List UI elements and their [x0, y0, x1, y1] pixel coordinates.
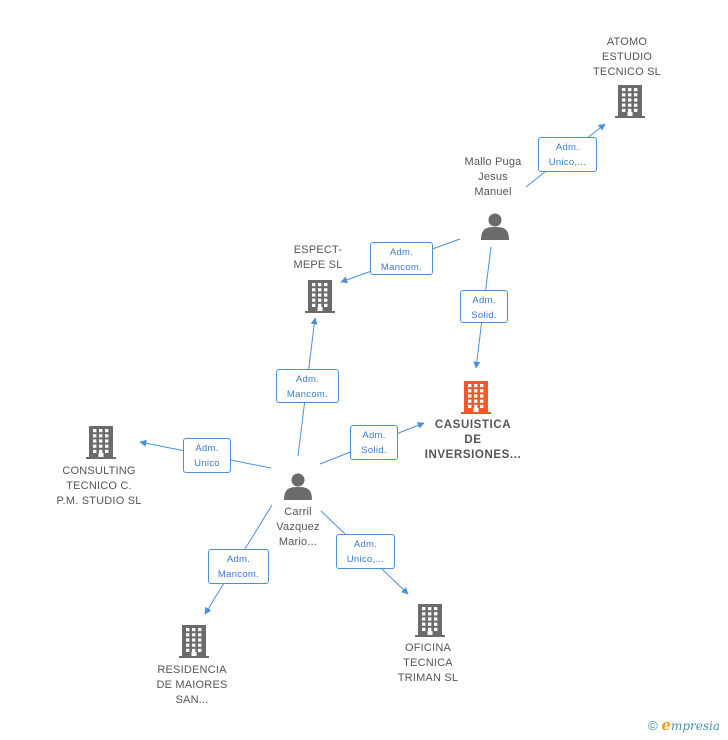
icons-layer — [86, 85, 645, 658]
brand-name: mpresia — [670, 719, 720, 733]
copyright-footer: © empresia — [648, 716, 720, 734]
edge-label-carril-to-casuistica[interactable]: Adm. Solid. — [350, 425, 398, 460]
edge-label-mallo-to-casuistica[interactable]: Adm. Solid. — [460, 290, 508, 323]
node-label-atomo[interactable]: ATOMO ESTUDIO TECNICO SL — [592, 36, 661, 78]
building-icon-casuistica[interactable] — [461, 381, 491, 414]
edge-label-carril-to-oficina[interactable]: Adm. Unico,... — [336, 534, 395, 569]
brand-logo[interactable]: empresia — [661, 716, 720, 734]
node-label-consulting[interactable]: CONSULTING TECNICO C. P.M. STUDIO SL — [56, 465, 142, 507]
building-icon-consulting[interactable] — [86, 426, 116, 459]
edge-label-mallo-to-atomo[interactable]: Adm. Unico,... — [538, 137, 597, 172]
building-icon-atomo[interactable] — [615, 85, 645, 118]
node-label-espect[interactable]: ESPECT- MEPE SL — [293, 244, 343, 271]
edge-label-carril-to-consulting[interactable]: Adm. Unico — [183, 438, 231, 473]
node-label-casuistica[interactable]: CASUISTICA DE INVERSIONES... — [424, 419, 522, 461]
node-label-residencia[interactable]: RESIDENCIA DE MAIORES SAN... — [156, 664, 228, 706]
person-icon-carril[interactable] — [284, 473, 312, 501]
node-label-carril[interactable]: Carril Vazquez Mario... — [276, 506, 320, 548]
edge-label-carril-to-espect[interactable]: Adm. Mancom. — [276, 369, 339, 403]
building-icon-espect[interactable] — [305, 280, 335, 313]
edge-label-mallo-to-espect[interactable]: Adm. Mancom. — [370, 242, 433, 275]
building-icon-residencia[interactable] — [179, 625, 209, 658]
node-label-mallo[interactable]: Mallo Puga Jesus Manuel — [464, 156, 522, 198]
node-label-oficina[interactable]: OFICINA TECNICA TRIMAN SL — [397, 642, 459, 684]
person-icon-mallo[interactable] — [481, 213, 509, 241]
building-icon-oficina[interactable] — [415, 604, 445, 637]
copyright-symbol: © — [648, 718, 658, 733]
brand-initial: e — [661, 716, 671, 734]
edge-label-carril-to-residencia[interactable]: Adm. Mancom. — [208, 549, 269, 584]
